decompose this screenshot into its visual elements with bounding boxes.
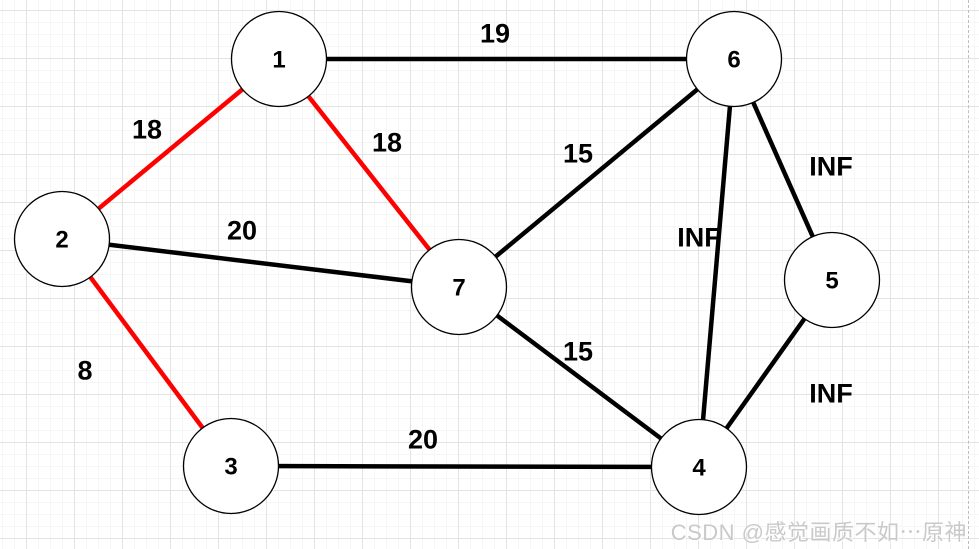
edge-weight-6-7: 15	[563, 139, 593, 169]
watermark-text: CSDN @感觉画质不如⋯原神	[670, 520, 967, 545]
edge-weight-1-6: 19	[480, 19, 510, 49]
edge-3-4	[230, 463, 700, 470]
graph-node-2	[13, 190, 111, 288]
graph-node-label-7: 7	[452, 275, 465, 302]
edge-1-7	[277, 57, 461, 289]
graph-node-5	[783, 231, 881, 329]
graph-node-label-4: 4	[692, 455, 706, 482]
edge-6-4	[696, 58, 737, 468]
graph-node-1	[230, 10, 328, 108]
graph-node-4	[650, 418, 748, 516]
edge-weight-1-2: 18	[132, 115, 162, 145]
edge-weight-7-4: 15	[563, 337, 593, 367]
graph-node-label-6: 6	[727, 47, 740, 74]
edge-weight-4-5: INF	[809, 379, 853, 409]
graph-node-label-2: 2	[55, 227, 68, 254]
edge-6-7	[457, 57, 736, 289]
edge-weight-2-7: 20	[227, 216, 257, 246]
graph-node-6	[685, 10, 783, 108]
page-border-line	[968, 0, 969, 549]
edge-weight-2-3: 8	[77, 356, 92, 386]
graph-node-7	[410, 238, 508, 336]
graph-node-3	[182, 417, 280, 515]
graph-node-label-3: 3	[224, 454, 237, 481]
graph-node-label-5: 5	[825, 268, 838, 295]
edge-weight-6-4: INF	[677, 223, 721, 253]
edge-2-7	[61, 236, 460, 290]
edge-weight-6-5: INF	[809, 152, 853, 182]
edge-7-4	[457, 285, 701, 469]
edge-weight-3-4: 20	[408, 425, 438, 455]
graph-node-label-1: 1	[272, 47, 285, 74]
edge-weight-1-7: 18	[372, 128, 402, 158]
